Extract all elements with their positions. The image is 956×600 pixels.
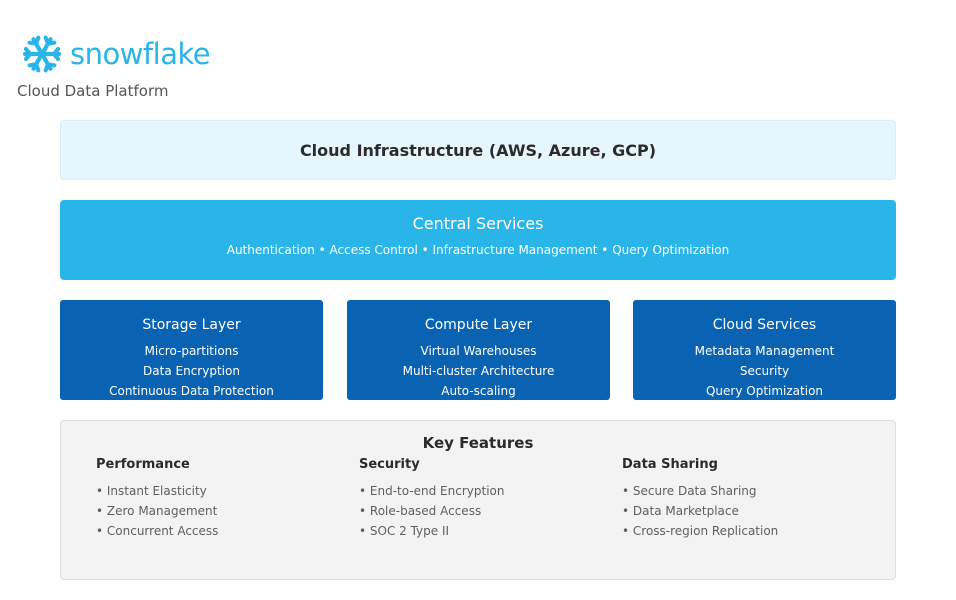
- layer-title: Compute Layer: [424, 317, 533, 333]
- layer-item: Multi-cluster Architecture: [402, 364, 555, 378]
- feature-column-performance: Performance • Instant Elasticity • Zero …: [96, 457, 346, 538]
- snowflake-icon: [20, 34, 62, 74]
- feature-item: • Data Marketplace: [622, 504, 739, 518]
- page-subtitle: Cloud Data Platform: [17, 82, 169, 100]
- central-services-description: Authentication • Access Control • Infras…: [226, 243, 730, 257]
- layer-item: Metadata Management: [694, 344, 835, 358]
- feature-column-title: Performance: [96, 457, 190, 472]
- layer-title: Storage Layer: [142, 317, 241, 333]
- storage-layer: Storage Layer Micro-partitions Data Encr…: [60, 300, 323, 400]
- feature-item: • Instant Elasticity: [96, 484, 207, 498]
- feature-item: • Secure Data Sharing: [622, 484, 757, 498]
- feature-item: • Cross-region Replication: [622, 524, 779, 538]
- layer-item: Micro-partitions: [144, 344, 239, 358]
- feature-column-data-sharing: Data Sharing • Secure Data Sharing • Dat…: [622, 457, 872, 538]
- feature-item: • SOC 2 Type II: [359, 524, 450, 538]
- feature-column-title: Security: [359, 457, 420, 472]
- cloud-services-layer: Cloud Services Metadata Management Secur…: [633, 300, 896, 400]
- layer-item: Auto-scaling: [441, 384, 516, 398]
- feature-item: • Zero Management: [96, 504, 218, 518]
- layer-item: Virtual Warehouses: [420, 344, 537, 358]
- layer-item: Continuous Data Protection: [109, 384, 274, 398]
- feature-column-title: Data Sharing: [622, 457, 718, 472]
- feature-column-security: Security • End-to-end Encryption • Role-…: [359, 457, 609, 538]
- feature-item: • Role-based Access: [359, 504, 482, 518]
- compute-layer: Compute Layer Virtual Warehouses Multi-c…: [347, 300, 610, 400]
- feature-item: • Concurrent Access: [96, 524, 219, 538]
- logo-wordmark: snowflake: [70, 37, 211, 71]
- central-services-title: Central Services: [412, 214, 544, 233]
- layer-item: Query Optimization: [705, 384, 824, 398]
- snowflake-logo: snowflake: [20, 34, 211, 74]
- central-services-layer: Central Services Authentication • Access…: [60, 200, 896, 280]
- feature-item: • End-to-end Encryption: [359, 484, 505, 498]
- infrastructure-layer: Cloud Infrastructure (AWS, Azure, GCP): [60, 120, 896, 180]
- layer-item: Security: [739, 364, 790, 378]
- key-features-title: Key Features: [422, 434, 534, 452]
- layer-title: Cloud Services: [712, 317, 817, 333]
- key-features-panel: Key Features Performance • Instant Elast…: [60, 420, 896, 580]
- layer-item: Data Encryption: [143, 364, 240, 378]
